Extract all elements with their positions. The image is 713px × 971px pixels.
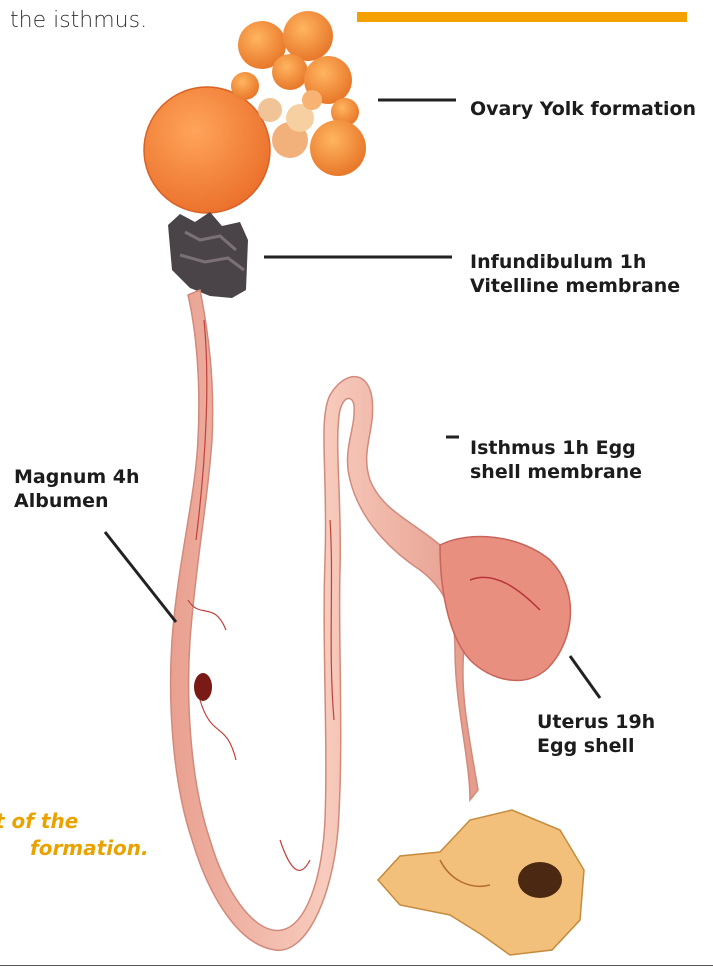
uterus-pointer <box>570 656 600 698</box>
caption-line-1: t of the <box>0 808 78 835</box>
isthmus-label: Isthmus 1h Egg shell membrane <box>470 436 642 484</box>
magnum-pointer <box>105 532 176 622</box>
uterus-label: Uterus 19h Egg shell <box>537 710 655 758</box>
ovary-label: Ovary Yolk formation <box>470 97 696 121</box>
oviduct-tube <box>171 290 478 950</box>
ovary-cluster <box>144 11 366 213</box>
cloaca-shape <box>378 810 584 955</box>
infundibulum-shape <box>168 212 248 298</box>
caption-line-2: formation. <box>30 835 149 862</box>
infundibulum-label: Infundibulum 1h Vitelline membrane <box>470 250 680 298</box>
magnum-label: Magnum 4h Albumen <box>14 465 140 513</box>
bottom-rule <box>0 965 713 966</box>
